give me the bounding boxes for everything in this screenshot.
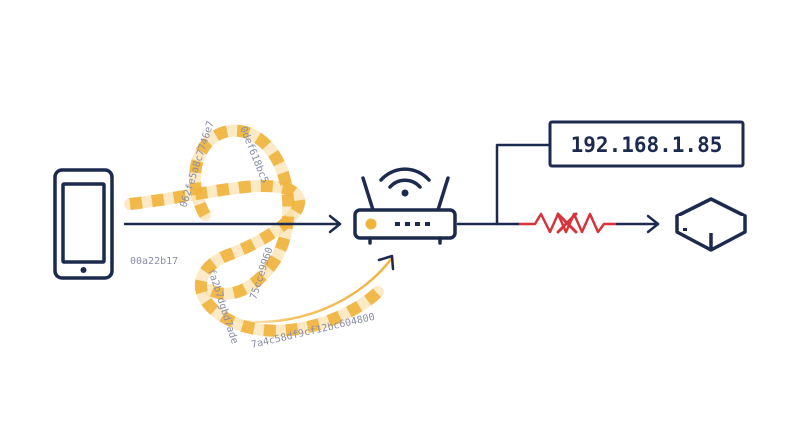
smartphone-icon	[53, 168, 114, 280]
hex-string-3: 00a22b17	[130, 256, 178, 267]
ip-address-box: 192.168.1.85	[548, 120, 745, 168]
blocked-connection-icon	[518, 212, 619, 234]
ip-address-label: 192.168.1.85	[571, 133, 723, 157]
router-to-device-arrow	[615, 214, 660, 234]
server-box-icon	[675, 197, 747, 252]
phone-to-router-arrow	[123, 214, 342, 234]
router-output-line	[456, 143, 552, 226]
data-scramble-trail	[124, 124, 384, 337]
wifi-router-icon	[353, 167, 457, 245]
scrambled-data-arrow	[228, 254, 395, 324]
